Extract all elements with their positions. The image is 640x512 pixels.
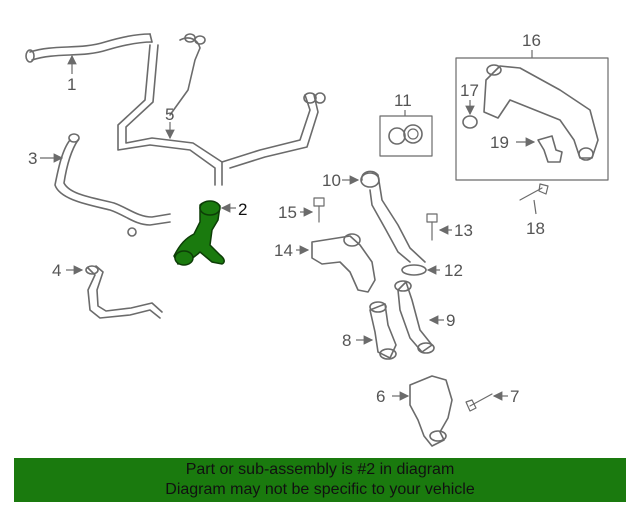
part-5-hose-assembly: [117, 33, 326, 186]
banner-line-2: Diagram may not be specific to your vehi…: [165, 481, 475, 498]
callout-3: 3: [28, 149, 37, 168]
callout-6: 6: [376, 387, 385, 406]
callout-7: 7: [510, 387, 519, 406]
part-3-hose: [40, 133, 171, 237]
part-9-hose: [394, 280, 444, 354]
callout-12: 12: [444, 261, 463, 280]
part-7-bolt: [465, 391, 508, 412]
part-13-bolt: [426, 213, 452, 241]
callout-19: 19: [490, 133, 509, 152]
part-11-seal-kit: [379, 110, 433, 157]
callout-18: 18: [526, 219, 545, 238]
callout-16: 16: [522, 31, 541, 50]
callout-2: 2: [238, 200, 247, 219]
callout-11: 11: [394, 91, 412, 110]
callout-1: 1: [67, 75, 76, 94]
callout-4: 4: [52, 261, 61, 280]
part-2-hose-highlighted: [173, 200, 236, 266]
banner-line-1: Part or sub-assembly is #2 in diagram: [185, 461, 455, 478]
part-8-hose: [356, 301, 397, 360]
callout-9: 9: [446, 311, 455, 330]
callout-5: 5: [165, 105, 174, 124]
callout-17: 17: [460, 81, 479, 100]
callout-13: 13: [454, 221, 473, 240]
info-banner: Part or sub-assembly is #2 in diagram Di…: [14, 458, 626, 502]
part-15-bolt: [300, 197, 325, 223]
part-16-assembly-box: [455, 50, 609, 181]
part-18-bolt: [519, 183, 549, 215]
callout-14: 14: [274, 241, 293, 260]
part-12-gasket: [401, 264, 440, 276]
part-4-tube: [66, 265, 163, 319]
callout-10: 10: [322, 171, 341, 190]
part-14-housing: [296, 233, 376, 293]
part-6-housing: [392, 375, 453, 447]
callout-8: 8: [342, 331, 351, 350]
part-1-hose: [25, 33, 153, 74]
callout-15: 15: [278, 203, 297, 222]
part-10-pipe: [342, 170, 426, 263]
